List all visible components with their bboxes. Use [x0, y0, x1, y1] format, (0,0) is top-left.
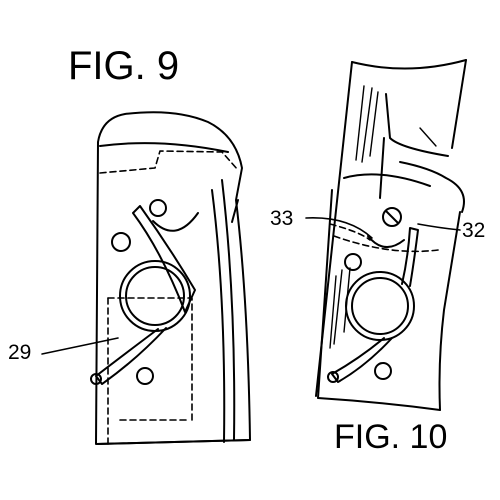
fig-9-side-line	[231, 199, 239, 223]
fig-10-texture	[361, 87, 373, 163]
fig-10-title: FIG. 10	[334, 418, 448, 456]
fig-9-top-edge	[99, 142, 229, 153]
fig-9-pin-hole	[149, 199, 167, 217]
fig-9-title: FIG. 9	[68, 44, 180, 88]
fig-9-spring-leg	[95, 327, 167, 385]
fig-10-texture	[329, 275, 337, 349]
fig-10-panel-top	[343, 173, 431, 187]
fig-9-grip-panel	[95, 111, 251, 445]
fig-9-cam-arc	[152, 212, 199, 232]
reference-33-label: 33	[270, 207, 294, 230]
fig-10-pin-slot	[385, 210, 399, 224]
fig-9-outline	[95, 111, 251, 445]
reference-32-label: 32	[462, 219, 486, 242]
fig-10-spring-arm	[401, 227, 419, 287]
reference-29-label: 29	[8, 341, 32, 364]
fig-9-components	[41, 199, 199, 385]
reference-29-leader	[41, 337, 119, 355]
fig-10-texture	[333, 269, 343, 345]
fig-9-hole	[136, 367, 154, 385]
fig-9-hole	[111, 232, 131, 252]
fig-10-frame-right	[451, 59, 467, 149]
reference-33-leader	[305, 217, 373, 239]
fig-10-slide-edge	[379, 137, 385, 199]
fig-9-side-line	[211, 189, 226, 443]
fig-9-side-line	[221, 179, 236, 441]
fig-9-bottom-edge	[97, 439, 251, 445]
fig-10-components	[305, 207, 461, 383]
fig-10-hidden-lines	[329, 223, 439, 253]
fig-10-slide-edge	[385, 93, 449, 157]
reference-32-leader	[417, 223, 461, 231]
fig-10-texture	[355, 85, 365, 161]
fig-10-frame-top	[351, 59, 467, 70]
fig-9-spring-coil-inner	[125, 266, 185, 326]
fig-10-panel-bottom	[317, 397, 441, 411]
fig-10-spring-leg	[331, 337, 393, 383]
fig-10-panel-right	[438, 211, 461, 411]
fig-10-texture	[369, 91, 379, 157]
fig-10-panel-left	[317, 189, 333, 399]
fig-10-spring-coil-inner	[351, 277, 409, 335]
fig-10-spring-coil	[345, 271, 415, 341]
fig-9-spring-arm	[132, 205, 196, 313]
fig-10-spring-end	[327, 371, 339, 383]
fig-10-texture	[419, 127, 437, 147]
fig-10-grip-panel	[315, 59, 467, 411]
fig-10-hole	[344, 253, 362, 271]
fig-10-hole	[374, 362, 392, 380]
fig-10-cam-arc	[367, 235, 405, 248]
fig-9-spring-end	[90, 373, 102, 385]
fig-10-pin	[382, 207, 402, 227]
fig-10-trigger-guard	[399, 161, 465, 213]
